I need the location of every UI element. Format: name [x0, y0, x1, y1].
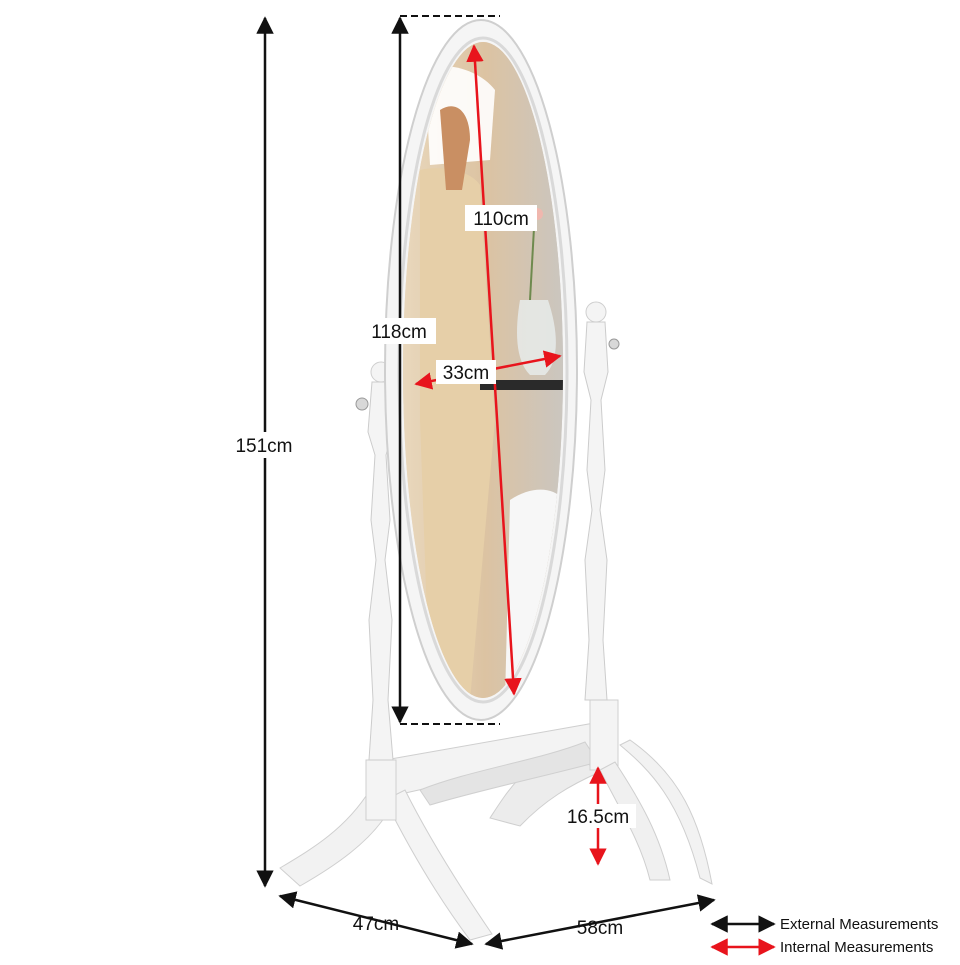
base-depth-arrow	[278, 891, 474, 949]
rear-right-foot	[619, 739, 713, 885]
left-pivot-knob[interactable]	[355, 397, 369, 411]
legend: External Measurements Internal Measureme…	[710, 915, 938, 956]
front-left-foot	[279, 789, 389, 887]
right-upright-post	[583, 301, 620, 701]
left-upright-post	[355, 361, 394, 761]
dimension-labels: 151cm 118cm 110cm 33cm 16.5cm 47cm 58cm	[228, 205, 636, 939]
front-center-foot	[384, 789, 493, 941]
base-width-arrow	[484, 894, 716, 950]
clearance-label: 16.5cm	[567, 807, 629, 828]
base-depth-label: 47cm	[353, 914, 399, 935]
frame-height-label: 118cm	[371, 322, 427, 343]
base-width-label: 58cm	[577, 918, 623, 939]
mirror-width-label: 33cm	[443, 363, 489, 384]
total-height-label: 151cm	[235, 436, 292, 457]
mirror-height-label: 110cm	[473, 209, 529, 230]
legend-internal-label: Internal Measurements	[780, 939, 933, 956]
legend-external-label: External Measurements	[780, 916, 938, 933]
right-pivot-knob[interactable]	[608, 338, 620, 350]
mirror-stand	[279, 699, 713, 941]
